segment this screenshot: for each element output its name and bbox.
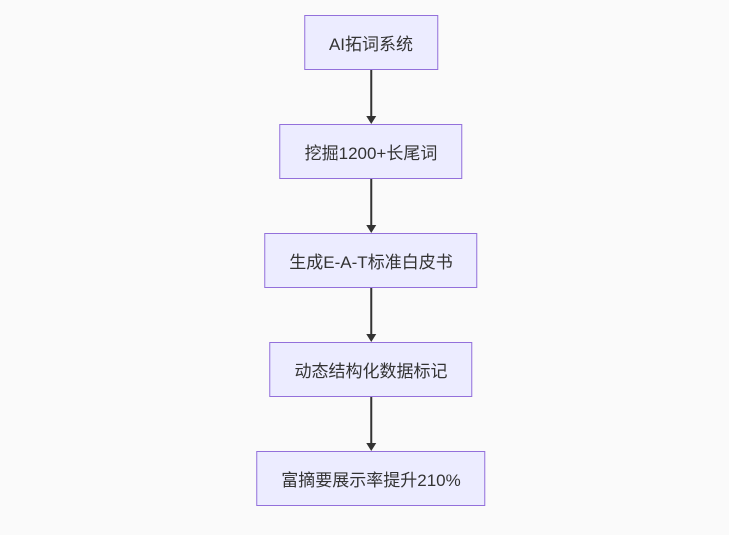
arrowhead-down-icon [365,225,376,233]
arrowhead-down-icon [365,334,376,342]
flow-arrow-2 [365,179,376,233]
arrow-line [369,70,372,117]
flow-arrow-1 [365,70,376,124]
flow-node-label: 动态结构化数据标记 [294,362,448,381]
arrowhead-down-icon [365,116,376,124]
flow-node-step-2: 挖掘1200+长尾词 [279,124,463,179]
flow-node-label: 富摘要展示率提升210% [281,471,461,490]
arrowhead-down-icon [365,443,376,451]
flow-node-step-1: AI拓词系统 [303,15,439,70]
arrow-line [369,179,372,226]
arrow-line [369,397,372,444]
flow-node-step-5: 富摘要展示率提升210% [256,451,486,506]
flow-node-label: 挖掘1200+长尾词 [304,144,438,163]
arrow-line [369,288,372,335]
flow-node-step-4: 动态结构化数据标记 [269,342,473,397]
flow-arrow-4 [365,397,376,451]
flowchart: AI拓词系统 挖掘1200+长尾词 生成E-A-T标准白皮书 动态结构化数据标记 [256,15,486,506]
flow-node-step-3: 生成E-A-T标准白皮书 [264,233,478,288]
flow-node-label: AI拓词系统 [328,35,414,54]
flow-arrow-3 [365,288,376,342]
flow-node-label: 生成E-A-T标准白皮书 [289,253,453,272]
